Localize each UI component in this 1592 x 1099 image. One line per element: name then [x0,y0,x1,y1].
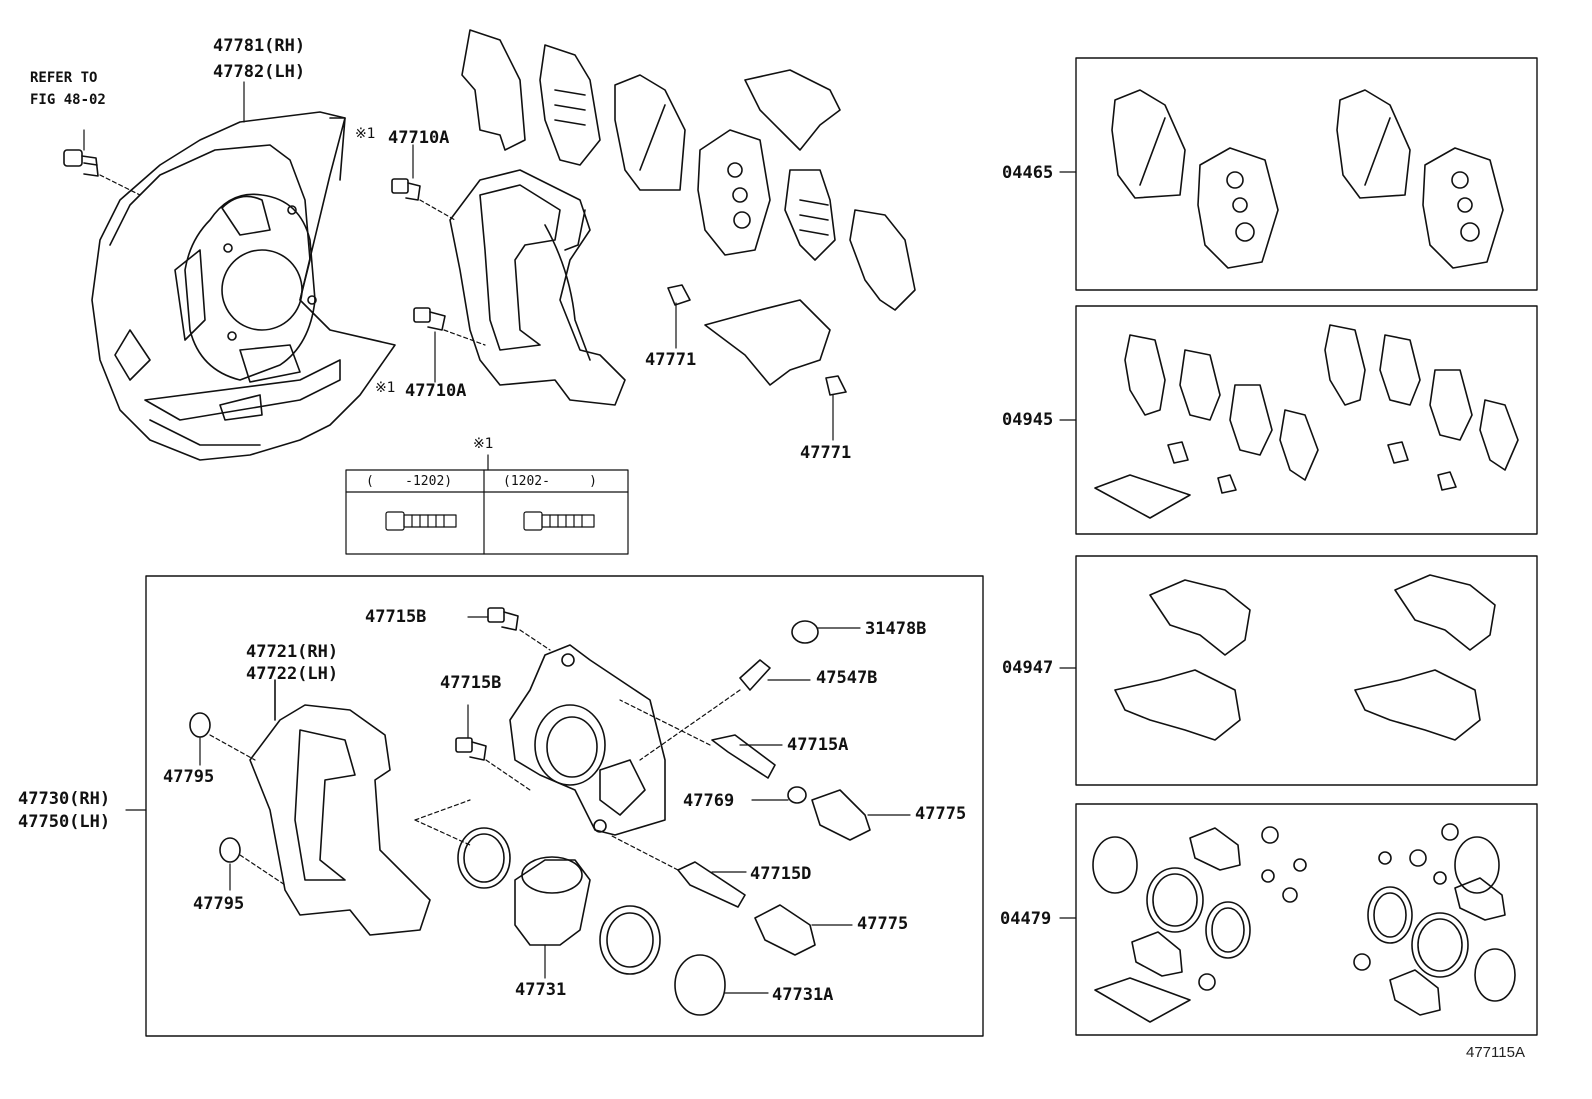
label-boot-1: 47775 [915,804,967,824]
kit-04947-drawing [1114,574,1496,741]
date-table-col1: ( -1202) [366,474,453,489]
note-mark-top: ※1 [355,126,376,142]
label-clip-1: 47771 [645,350,697,370]
label-washer-1: 47795 [163,767,215,787]
kit-04945-drawing [1094,324,1519,519]
caliper-assembly-drawing [189,607,911,1016]
label-seal-a: 47731A [772,985,834,1005]
label-shield-lh: 47782(LH) [213,62,306,82]
label-kit-04947: 04947 [1002,658,1054,678]
label-pin-a: 47715A [787,735,849,755]
label-pin-bolt-mid: 47715B [440,673,502,693]
label-kit-04465: 04465 [1002,163,1054,183]
label-piston: 47731 [515,980,567,1000]
refer-text-line2: FIG 48-02 [30,92,106,108]
label-washer-2: 47795 [193,894,245,914]
kit-04479-drawing [1092,823,1516,1023]
label-bolt-bottom: 47710A [405,381,467,401]
top-mounting-drawing [391,144,626,406]
figure-id: 477115A [1466,1044,1525,1061]
label-pin-d: 47715D [750,864,812,884]
label-assembly-lh: 47750(LH) [18,812,111,832]
note-mark-bottom: ※1 [375,380,396,396]
label-boot-2: 47775 [857,914,909,934]
label-shield-rh: 47781(RH) [213,36,306,56]
label-kit-04945: 04945 [1002,410,1054,430]
label-kit-04479: 04479 [1000,909,1052,929]
note-mark-table: ※1 [473,436,494,452]
kit-boxes [1059,57,1538,1036]
label-bush: 47769 [683,791,735,811]
kit-04465-drawing [1111,89,1504,269]
refer-text-line1: REFER TO [30,70,98,86]
label-bleeder: 47547B [816,668,878,688]
pads-shims-drawing [461,29,916,441]
label-clip-2: 47771 [800,443,852,463]
dust-shield-drawing [91,111,396,461]
caliper-assembly-box [145,575,984,1037]
label-assembly-rh: 47730(RH) [18,789,111,809]
label-bolt-top: 47710A [388,128,450,148]
label-mount-rh: 47721(RH) [246,642,339,662]
date-table-col2: (1202- ) [503,474,597,489]
label-pin-bolt-top: 47715B [365,607,427,627]
date-table-drawing [345,454,629,555]
label-mount-lh: 47722(LH) [246,664,339,684]
label-cap: 31478B [865,619,927,639]
refer-bolt-drawing [63,129,141,196]
